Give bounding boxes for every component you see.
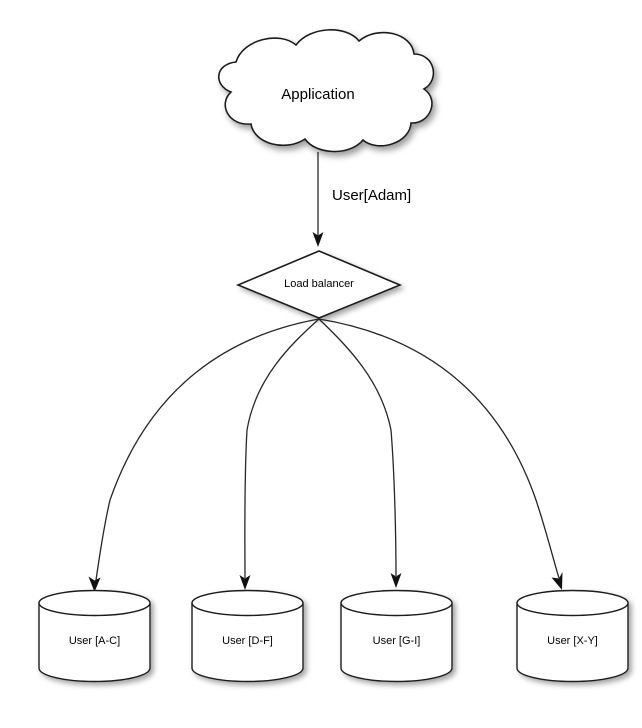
node-database-1-label: User [A-C] bbox=[69, 635, 120, 647]
node-database-4-label: User [X-Y] bbox=[547, 635, 598, 647]
edge-label-user-adam: User[Adam] bbox=[332, 187, 411, 204]
edge-application-to-balancer[interactable] bbox=[312, 152, 324, 247]
node-database-2-label: User [D-F] bbox=[222, 635, 273, 647]
node-application-cloud[interactable]: Application bbox=[218, 29, 435, 153]
node-database-3[interactable]: User [G-I] bbox=[340, 589, 453, 683]
edge-balancer-to-db-4[interactable] bbox=[318, 318, 563, 590]
edge-balancer-to-db-1[interactable] bbox=[88, 318, 320, 592]
node-load-balancer-label: Load balancer bbox=[284, 278, 354, 290]
edge-balancer-to-db-3[interactable] bbox=[318, 318, 402, 588]
node-load-balancer-diamond[interactable]: Load balancer bbox=[235, 250, 403, 319]
node-database-1[interactable]: User [A-C] bbox=[38, 589, 151, 683]
node-database-2[interactable]: User [D-F] bbox=[191, 589, 304, 683]
edge-balancer-to-db-2[interactable] bbox=[239, 318, 320, 590]
node-application-label: Application bbox=[281, 86, 354, 103]
node-database-3-label: User [G-I] bbox=[373, 635, 421, 647]
node-database-4[interactable]: User [X-Y] bbox=[516, 589, 629, 683]
